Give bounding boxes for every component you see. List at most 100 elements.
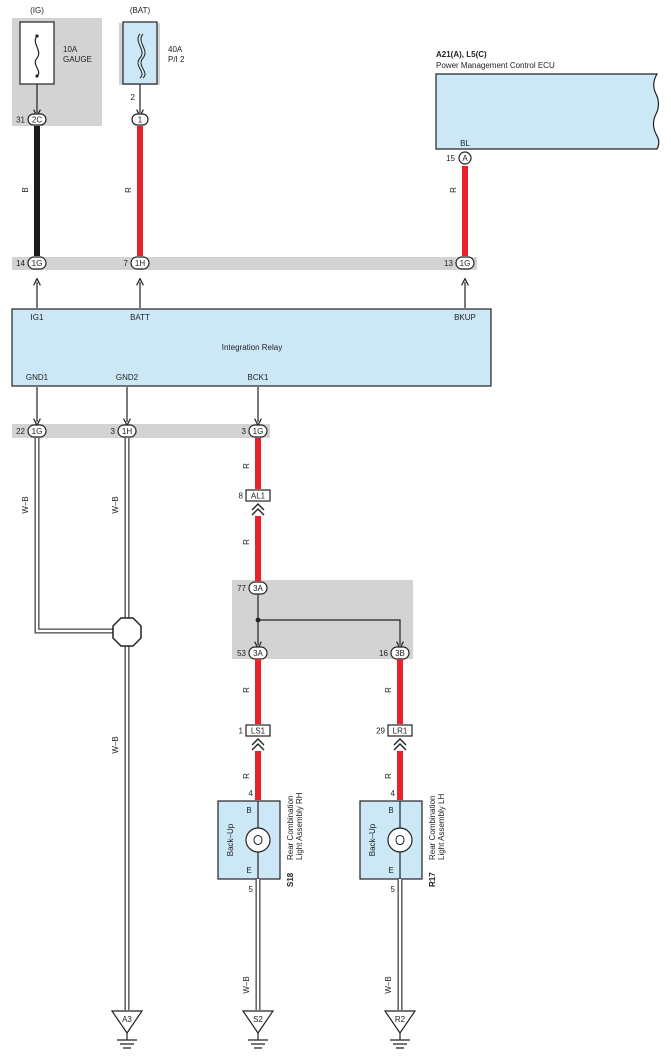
svg-text:3B: 3B	[395, 649, 405, 658]
ecu-pin: 15	[446, 154, 455, 163]
lamp-rh-id: S18	[286, 872, 295, 887]
svg-text:1: 1	[138, 116, 143, 125]
lamp-rh-name-1: Rear Combination	[286, 796, 295, 860]
svg-text:8: 8	[239, 492, 244, 501]
svg-text:4: 4	[391, 789, 396, 798]
relay-terminal-bck1: BCK1	[248, 373, 269, 382]
bat-fuse-name: P/I 2	[168, 55, 185, 64]
svg-text:16: 16	[379, 649, 388, 658]
svg-text:1: 1	[239, 727, 244, 736]
connector-pill-1-bat	[131, 113, 149, 126]
wire-color-b: B	[21, 187, 30, 192]
lamp-lh-name-1: Rear Combination	[428, 796, 437, 860]
connector-pill-1g-22	[27, 424, 47, 438]
lamp-lh-bulb-label: Back–Up	[368, 823, 377, 856]
lamp-rh-terminal-b: B	[246, 806, 251, 815]
connector-al1	[245, 489, 271, 502]
lamp-lh-id: R17	[428, 872, 437, 887]
svg-text:R: R	[242, 687, 251, 693]
svg-text:1G: 1G	[32, 427, 43, 436]
svg-text:A: A	[462, 154, 468, 163]
relay-terminal-batt: BATT	[130, 313, 150, 322]
svg-text:13: 13	[444, 259, 453, 268]
svg-text:5: 5	[249, 885, 254, 894]
svg-text:R: R	[384, 773, 393, 779]
bulb-rh-icon	[245, 827, 271, 853]
relay-terminal-bkup: BKUP	[454, 313, 476, 322]
integration-relay-box	[11, 308, 492, 387]
svg-text:R: R	[384, 687, 393, 693]
svg-text:AL1: AL1	[251, 492, 266, 501]
svg-text:3A: 3A	[253, 649, 263, 658]
svg-text:W–B: W–B	[242, 976, 251, 993]
svg-text:LS1: LS1	[251, 727, 266, 736]
connector-pill-1g-13	[455, 256, 475, 270]
relay-terminal-gnd2: GND2	[116, 373, 139, 382]
fuse-40a-box	[122, 21, 158, 85]
connector-pill-1g-3	[248, 424, 268, 438]
svg-text:53: 53	[237, 649, 246, 658]
junction-bar-bottom	[12, 424, 270, 438]
lamp-lh-terminal-b: B	[388, 806, 393, 815]
lamp-lh-terminal-e: E	[388, 866, 393, 875]
junction-bar-top	[12, 257, 477, 270]
svg-text:R: R	[242, 773, 251, 779]
ig-fuse-name: GAUGE	[63, 55, 92, 64]
ground-wire-gnd1	[34, 438, 116, 634]
svg-text:7: 7	[124, 259, 129, 268]
ecu-connector-ids: A21(A), L5(C)	[436, 50, 487, 59]
svg-text:22: 22	[16, 427, 25, 436]
wire-color-wb-main: W–B	[111, 736, 120, 753]
svg-text:S2: S2	[253, 1015, 263, 1024]
ls1-plug-chevrons	[251, 738, 265, 751]
al1-plug-chevrons	[251, 503, 265, 516]
connector-pill-1h-3	[117, 424, 137, 438]
svg-text:3: 3	[242, 427, 247, 436]
svg-text:R: R	[242, 463, 251, 469]
lr1-plug-chevrons	[393, 738, 407, 751]
fuse-10a-icon	[34, 35, 40, 77]
svg-text:1G: 1G	[460, 259, 471, 268]
ground-point-a3: A3	[110, 1010, 144, 1049]
ecu-connector-a	[458, 151, 472, 165]
svg-text:4: 4	[249, 789, 254, 798]
svg-text:14: 14	[16, 259, 25, 268]
bat-terminal-number: 2	[131, 93, 136, 102]
ecu-name: Power Management Control ECU	[436, 61, 555, 70]
ecu-box	[435, 73, 660, 150]
svg-text:A3: A3	[122, 1015, 132, 1024]
ground-splice-point	[112, 617, 142, 647]
svg-text:R2: R2	[395, 1015, 406, 1024]
wire-color-wb-gnd2: W–B	[111, 496, 120, 513]
relay-terminal-ig1: IG1	[31, 313, 44, 322]
svg-text:W–B: W–B	[384, 976, 393, 993]
svg-text:2C: 2C	[32, 116, 42, 125]
connector-pill-1h-7	[130, 256, 150, 270]
ground-point-r2: R2	[383, 1010, 417, 1049]
ig-source-label: (IG)	[30, 6, 44, 15]
ecu-terminal-bl: BL	[460, 139, 470, 148]
svg-text:3: 3	[111, 427, 116, 436]
wire-color-wb-gnd1: W–B	[21, 496, 30, 513]
bat-source-label: (BAT)	[130, 6, 151, 15]
bat-fuse-rating: 40A	[168, 45, 183, 54]
ground-point-s2: S2	[241, 1010, 275, 1049]
svg-text:1H: 1H	[135, 259, 145, 268]
wire-color-r-bat: R	[124, 187, 133, 193]
svg-text:5: 5	[391, 885, 396, 894]
fuse-10a-box	[19, 21, 55, 85]
bulb-lh-icon	[387, 827, 413, 853]
svg-text:1G: 1G	[253, 427, 264, 436]
lamp-rh-terminal-e: E	[246, 866, 251, 875]
svg-text:77: 77	[237, 584, 246, 593]
lamp-rh-name-2: Light Assembly RH	[295, 792, 304, 860]
fuse-40a-icon	[137, 33, 146, 79]
svg-text:1H: 1H	[122, 427, 132, 436]
svg-text:LR1: LR1	[393, 727, 408, 736]
lamp-rh-bulb-label: Back–Up	[226, 823, 235, 856]
wire-color-r-ecu: R	[449, 187, 458, 193]
svg-text:R: R	[242, 539, 251, 545]
lamp-lh-name-2: Light Assembly LH	[437, 794, 446, 860]
connector-ls1	[245, 724, 271, 737]
